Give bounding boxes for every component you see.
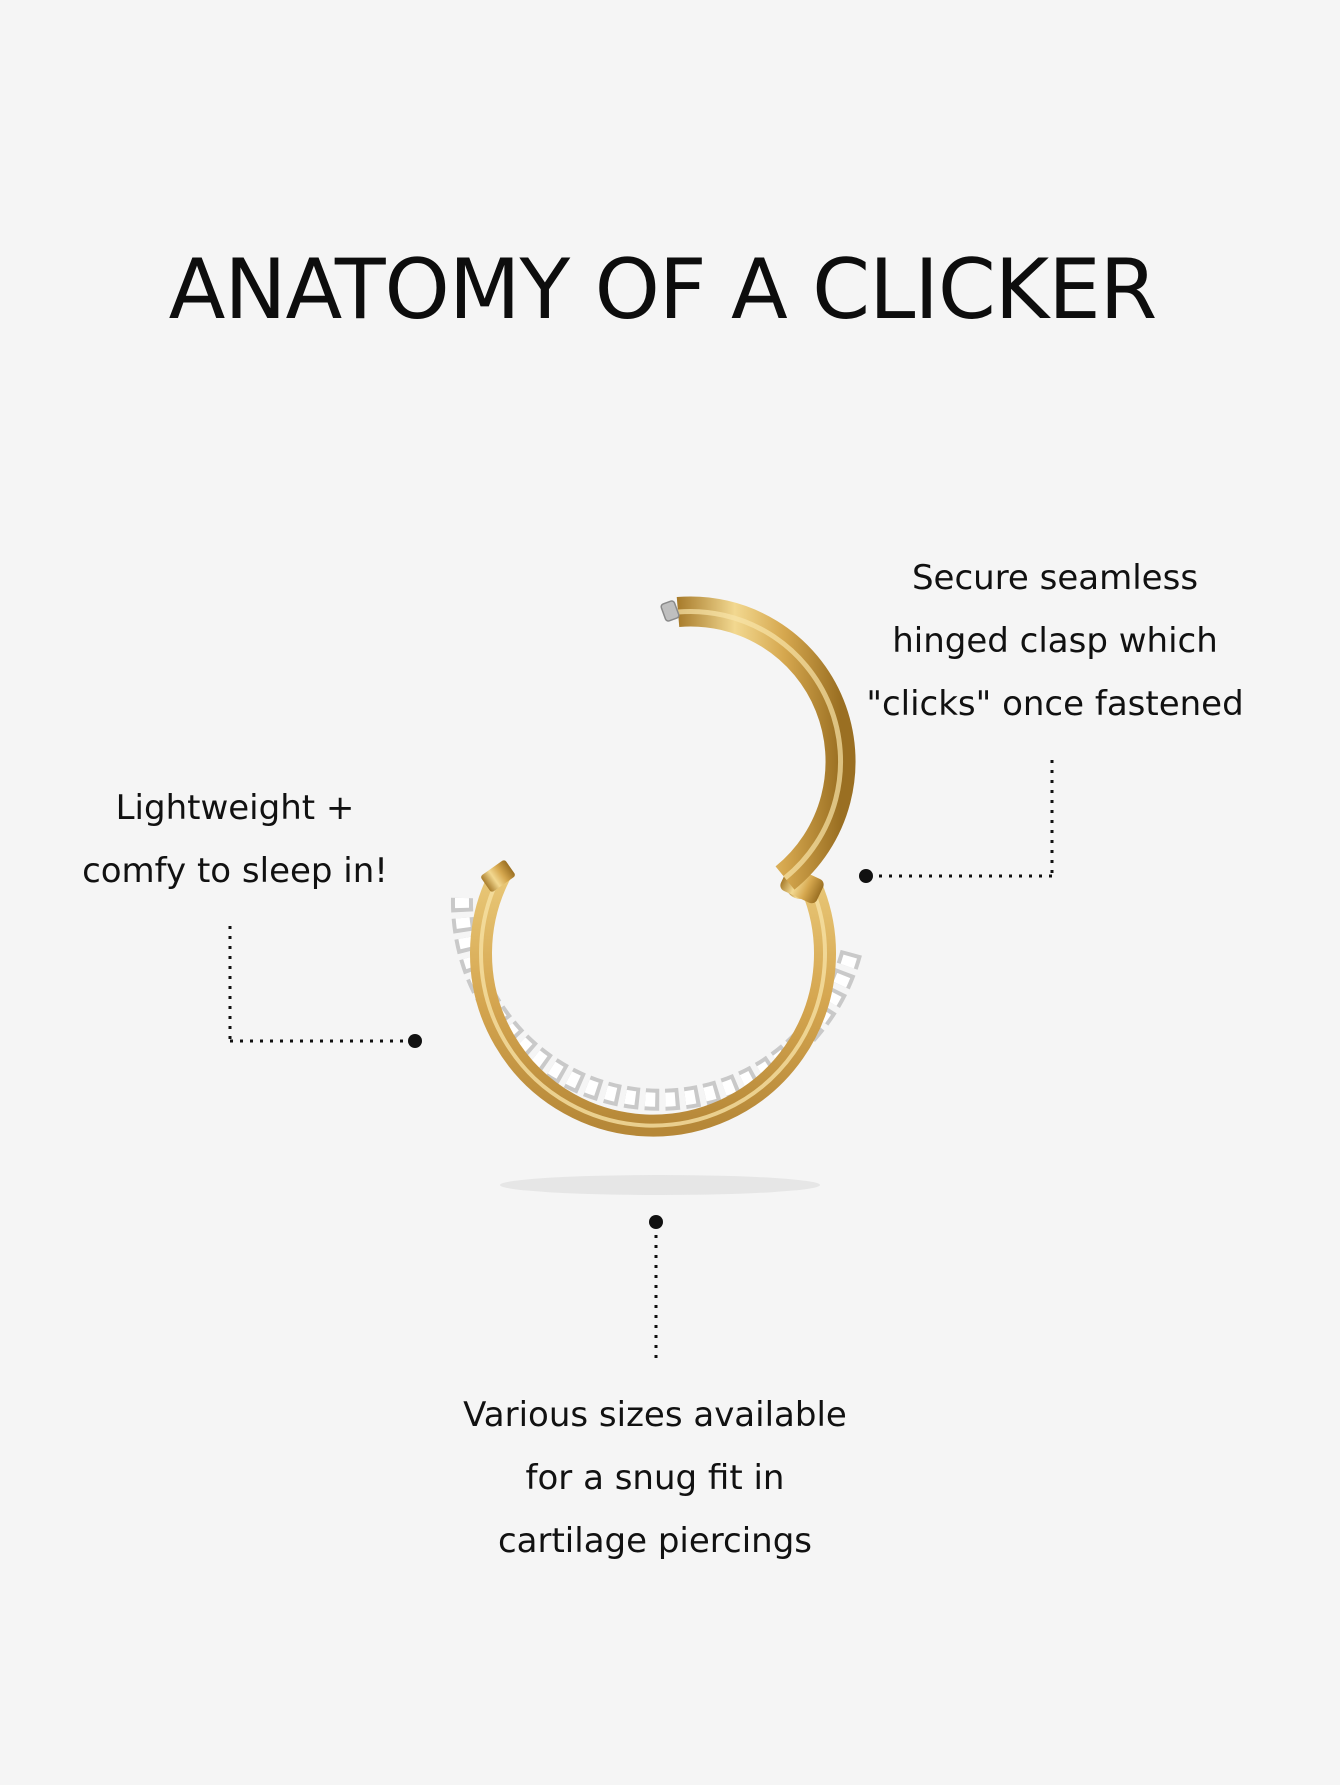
callout-sizes-line-2: for a snug fit in [525,1458,785,1498]
clasp-connector-dot [859,869,873,883]
callout-clasp: Secure seamless hinged clasp which "clic… [840,547,1270,736]
callout-lightweight-line-1: Lightweight + [115,788,355,828]
clasp-arm [676,596,856,890]
page-title: ANATOMY OF A CLICKER [168,241,1158,338]
lightweight-connector [228,926,422,1048]
callout-lightweight-line-2: comfy to sleep in! [82,851,388,891]
callout-sizes-line-3: cartilage piercings [497,1521,813,1561]
lightweight-connector-dot [408,1034,422,1048]
callout-clasp-line-1: Secure seamless [911,558,1199,598]
ring-shadow [500,1175,820,1195]
callout-clasp-line-3: "clicks" once fastened [866,684,1244,724]
clasp-connector [859,760,1054,883]
sizes-connector-dot [649,1215,663,1229]
callout-clasp-line-2: hinged clasp which [892,621,1218,661]
ring-body [470,869,836,1137]
callout-sizes: Various sizes available for a snug fit i… [430,1384,880,1573]
clasp-pin [660,600,680,622]
callout-sizes-line-1: Various sizes available [463,1395,847,1435]
callout-lightweight: Lightweight + comfy to sleep in! [55,777,415,903]
sizes-connector [649,1215,663,1362]
ring-open-end [481,860,515,892]
